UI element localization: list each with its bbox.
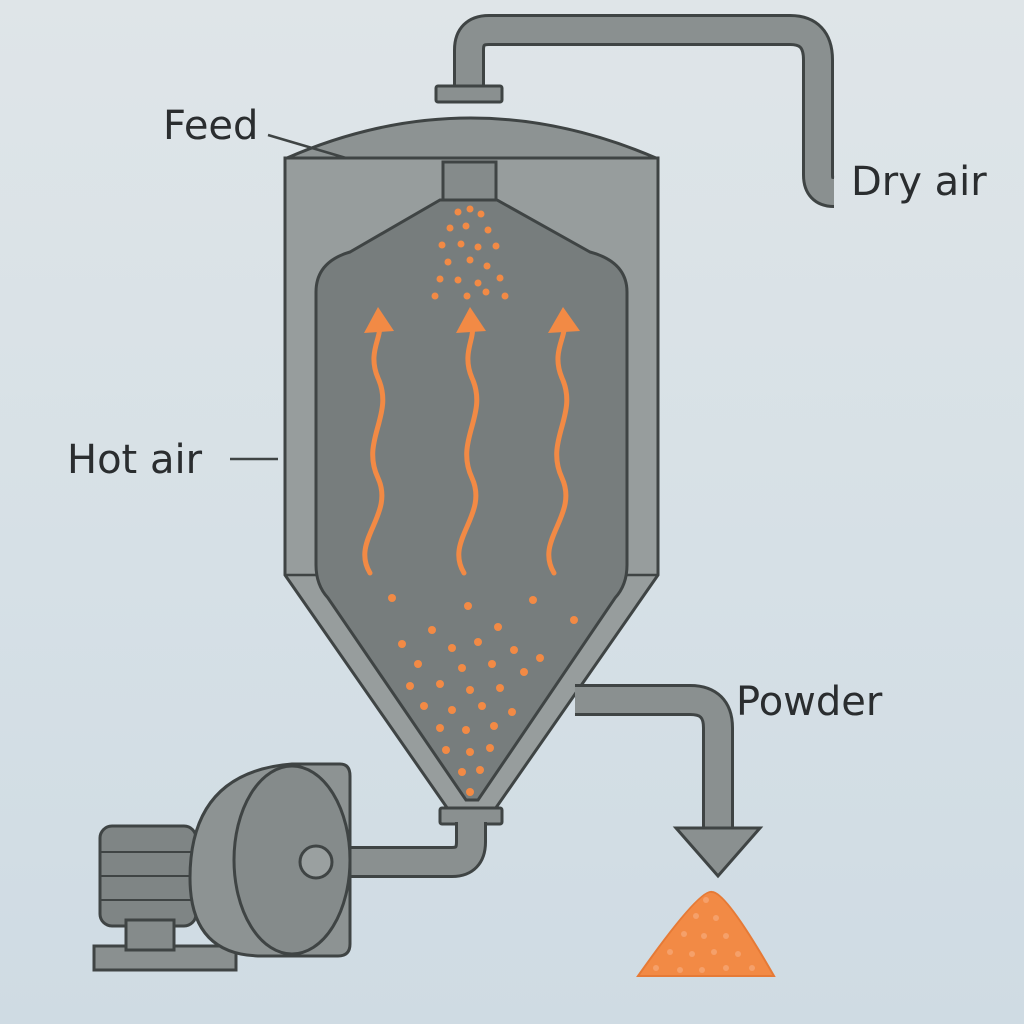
hot-air-arrow-icon <box>456 307 486 333</box>
bottom-flange <box>438 806 504 826</box>
fan-motor-icon <box>92 762 352 972</box>
dome-lid <box>286 116 657 160</box>
hot-air-arrows <box>362 319 570 576</box>
dry-air-pipe <box>434 14 836 208</box>
fan-outlet <box>298 844 334 880</box>
hot-air-arrow-icon <box>548 307 580 333</box>
hot-air-arrow-icon <box>362 319 386 576</box>
powder-outlet-pipe <box>575 684 764 879</box>
falling-particles <box>388 594 578 796</box>
atomizer-nozzle <box>441 160 498 202</box>
feed-label: Feed <box>163 103 259 149</box>
arrow-down-icon <box>672 826 764 879</box>
hot-air-arrow-icon <box>456 319 480 576</box>
dry-air-label: Dry air <box>851 159 987 205</box>
hot-air-label: Hot air <box>67 437 203 483</box>
hot-air-arrow-icon <box>364 307 394 333</box>
hot-air-arrow-icon <box>546 319 570 576</box>
powder-label: Powder <box>736 679 883 725</box>
feed-leader-line <box>267 133 347 160</box>
powder-pile-icon <box>636 890 776 977</box>
outlet-flange <box>434 84 504 104</box>
hot-air-supply-pipe <box>305 822 487 878</box>
drying-chamber <box>314 198 629 802</box>
spray-droplets <box>431 205 509 300</box>
